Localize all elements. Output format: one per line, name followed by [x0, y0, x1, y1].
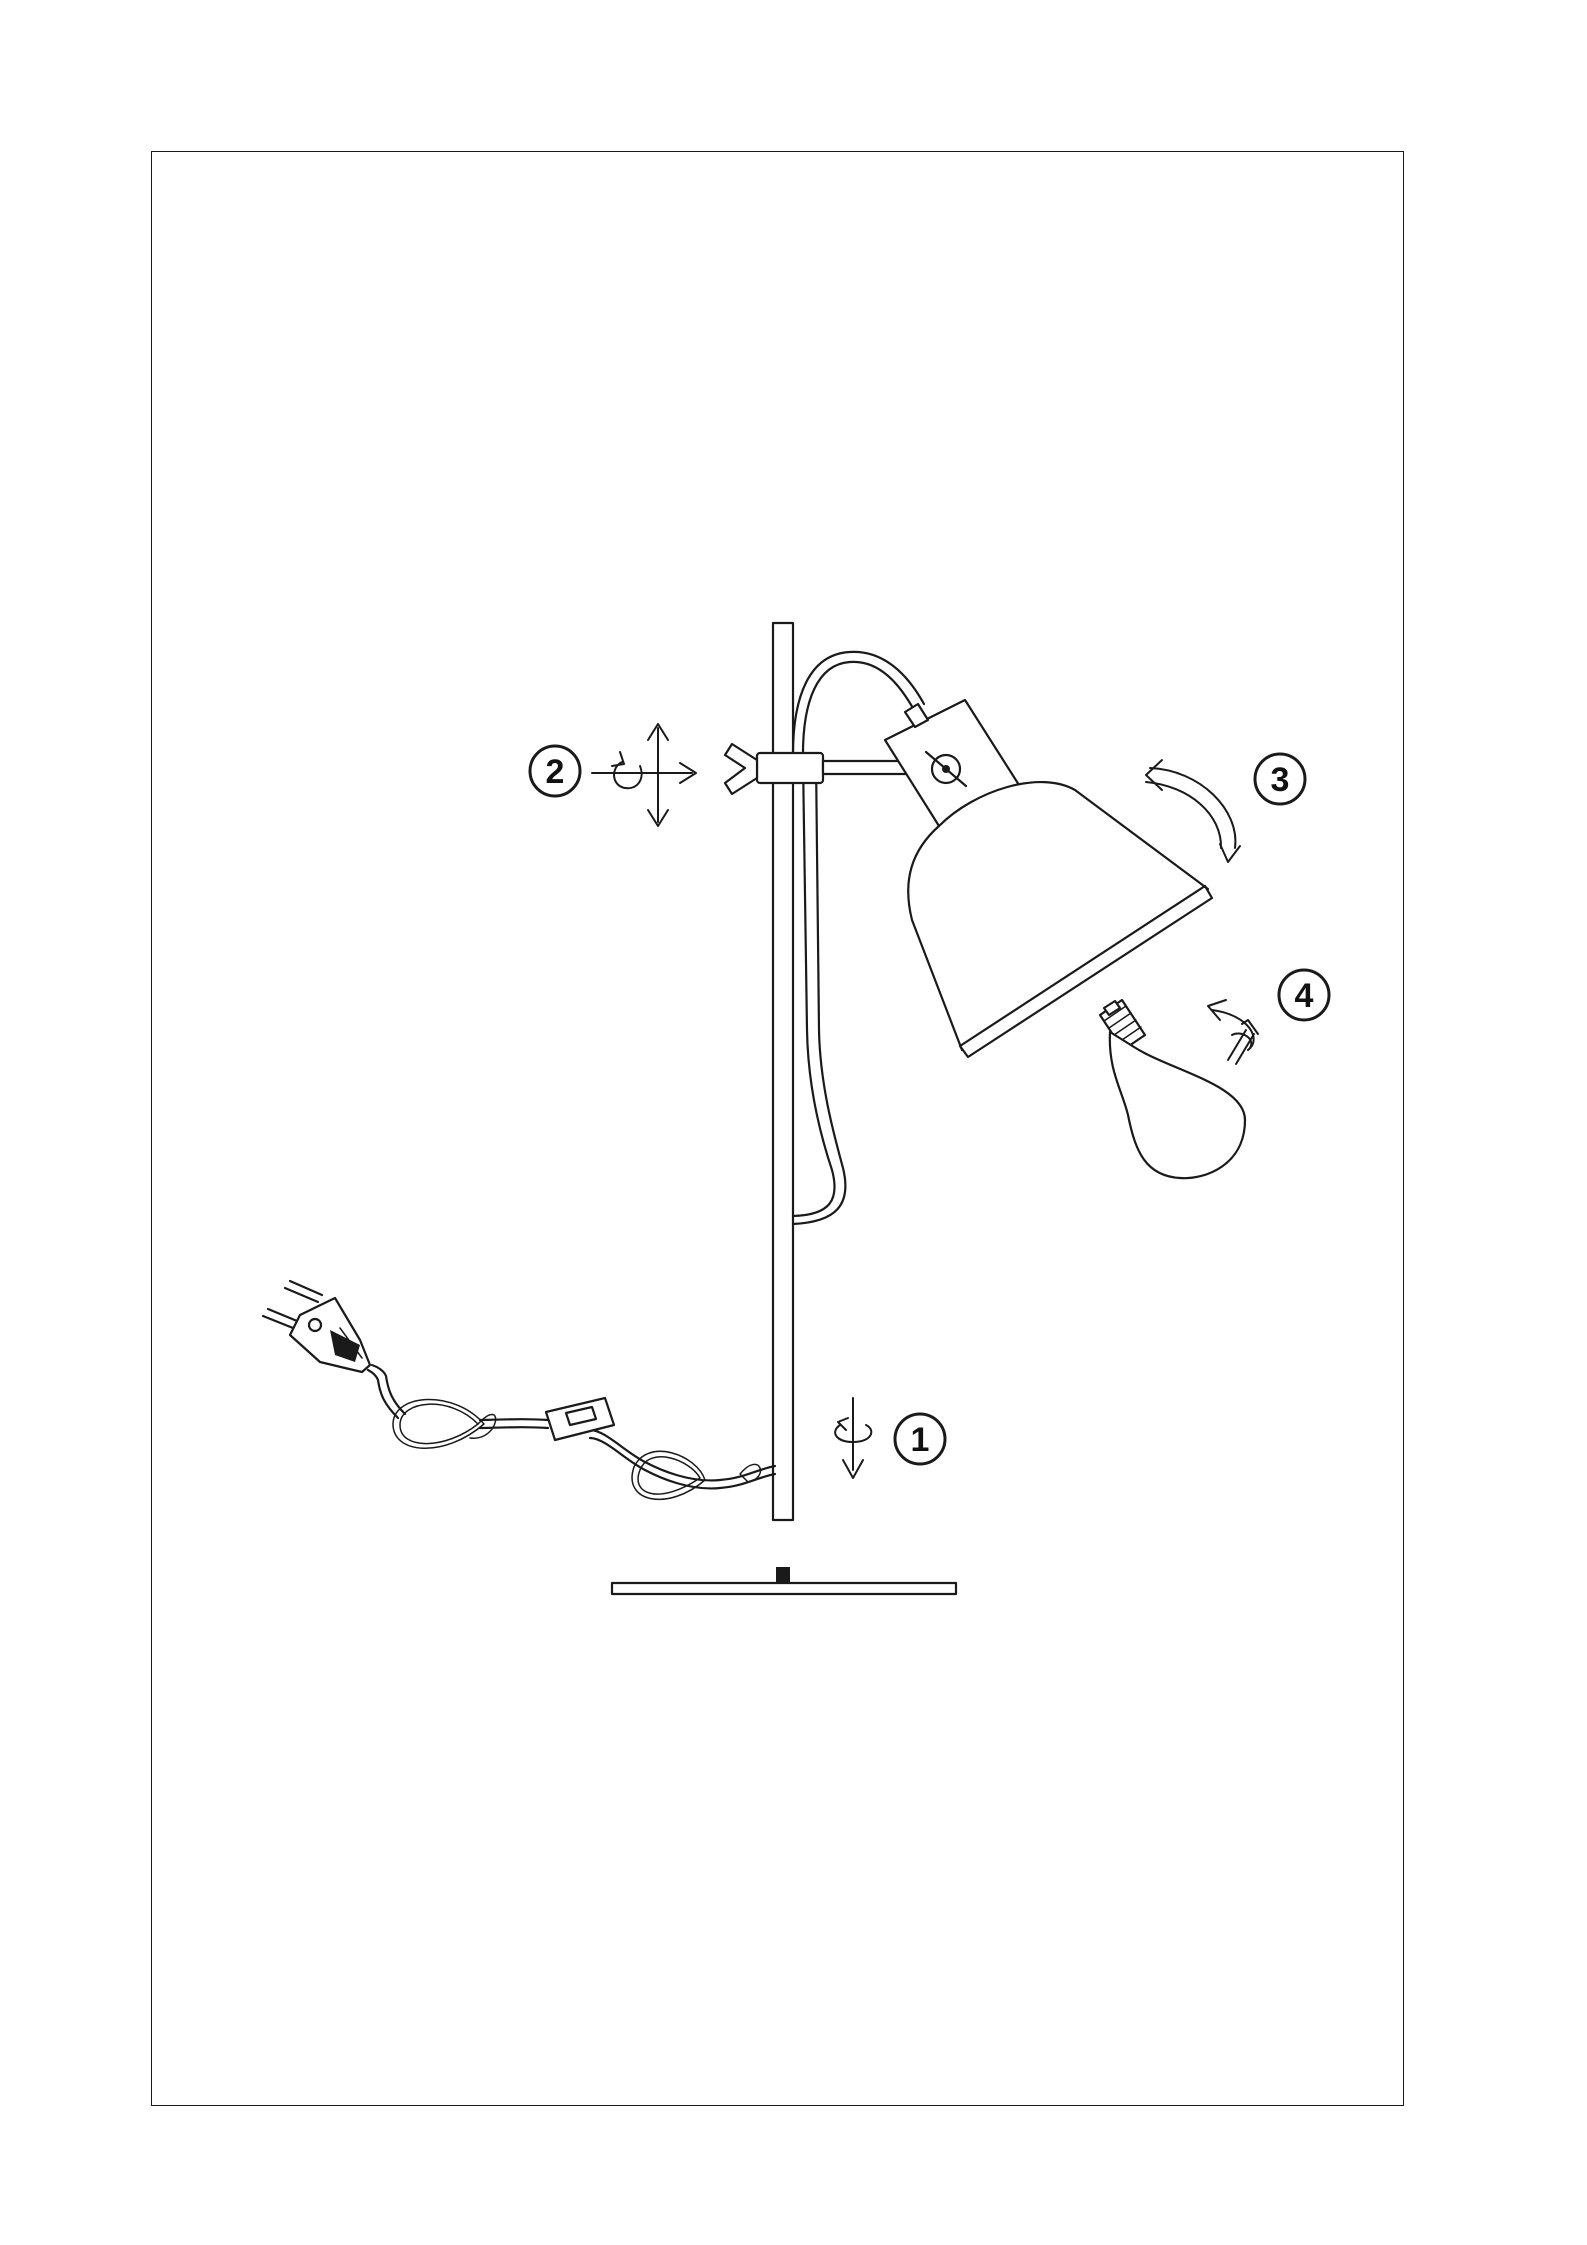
- callout-step-4: 4: [1279, 970, 1329, 1020]
- callout-step-1: 1: [895, 1414, 945, 1464]
- rotate-down-arrow-icon: [835, 1398, 871, 1478]
- light-bulb: [1100, 1000, 1245, 1178]
- callout-label: 4: [1295, 977, 1314, 1015]
- callout-label: 1: [911, 1421, 930, 1459]
- lamp-head: [885, 700, 1212, 1057]
- lamp-base: [612, 1567, 956, 1594]
- callout-step-2: 2: [530, 746, 580, 796]
- insert-rotate-arrow-icon: [1208, 1000, 1258, 1064]
- callout-label: 3: [1271, 761, 1290, 799]
- callout-step-3: 3: [1255, 754, 1305, 804]
- callout-label: 2: [546, 753, 565, 791]
- power-plug: [263, 1281, 370, 1372]
- tilt-arrow-icon: [1146, 760, 1240, 862]
- move-and-rotate-arrow-icon: [592, 724, 696, 826]
